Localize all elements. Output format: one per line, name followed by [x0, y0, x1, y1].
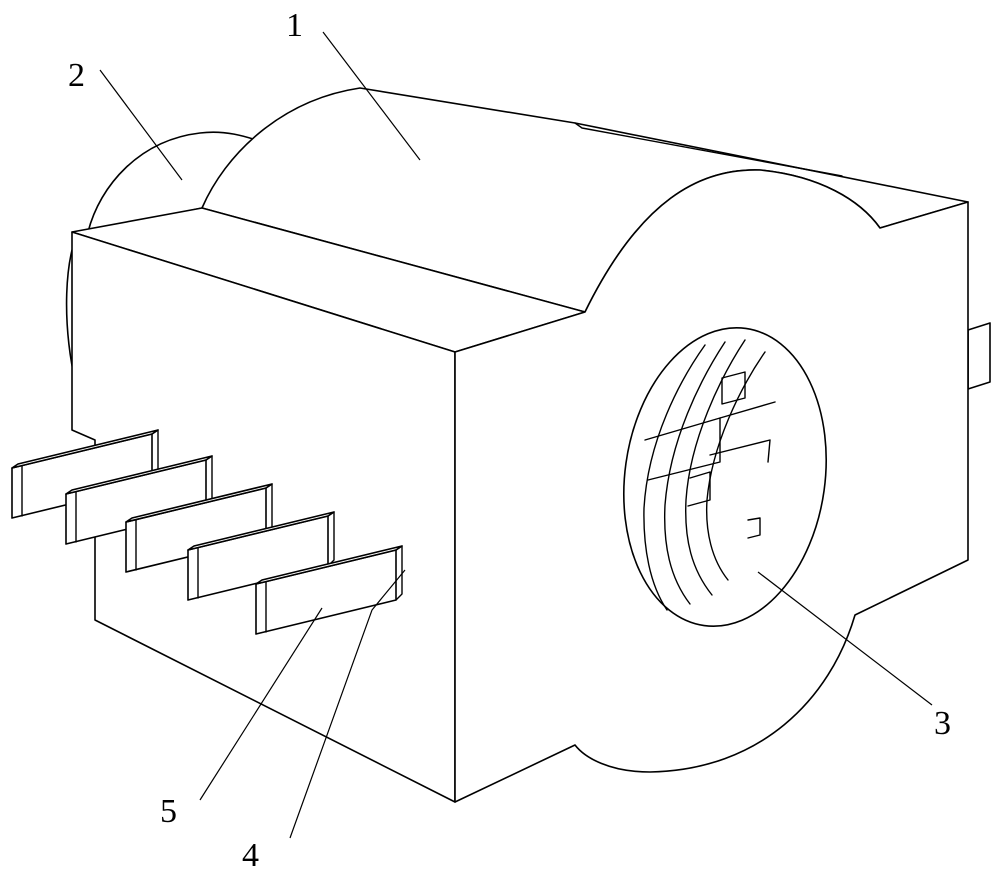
label-2: 2: [68, 57, 85, 94]
leader-3: [757, 571, 933, 706]
reference-numerals: 1 2 3 4 5: [68, 7, 951, 872]
terminal-pins: [11, 429, 403, 635]
leader-lines: [99, 31, 933, 839]
leader-1: [322, 31, 421, 161]
label-1: 1: [286, 7, 303, 44]
leader-5: [199, 607, 323, 801]
label-5: 5: [160, 793, 177, 830]
terminal-pin: [65, 455, 213, 545]
leader-2: [99, 69, 183, 181]
bore-opening: [622, 327, 828, 627]
terminal-pin: [255, 545, 403, 635]
rear-shaft-stub: [967, 322, 991, 390]
label-3: 3: [934, 705, 951, 742]
label-4: 4: [242, 837, 259, 872]
leader-4: [289, 569, 406, 839]
